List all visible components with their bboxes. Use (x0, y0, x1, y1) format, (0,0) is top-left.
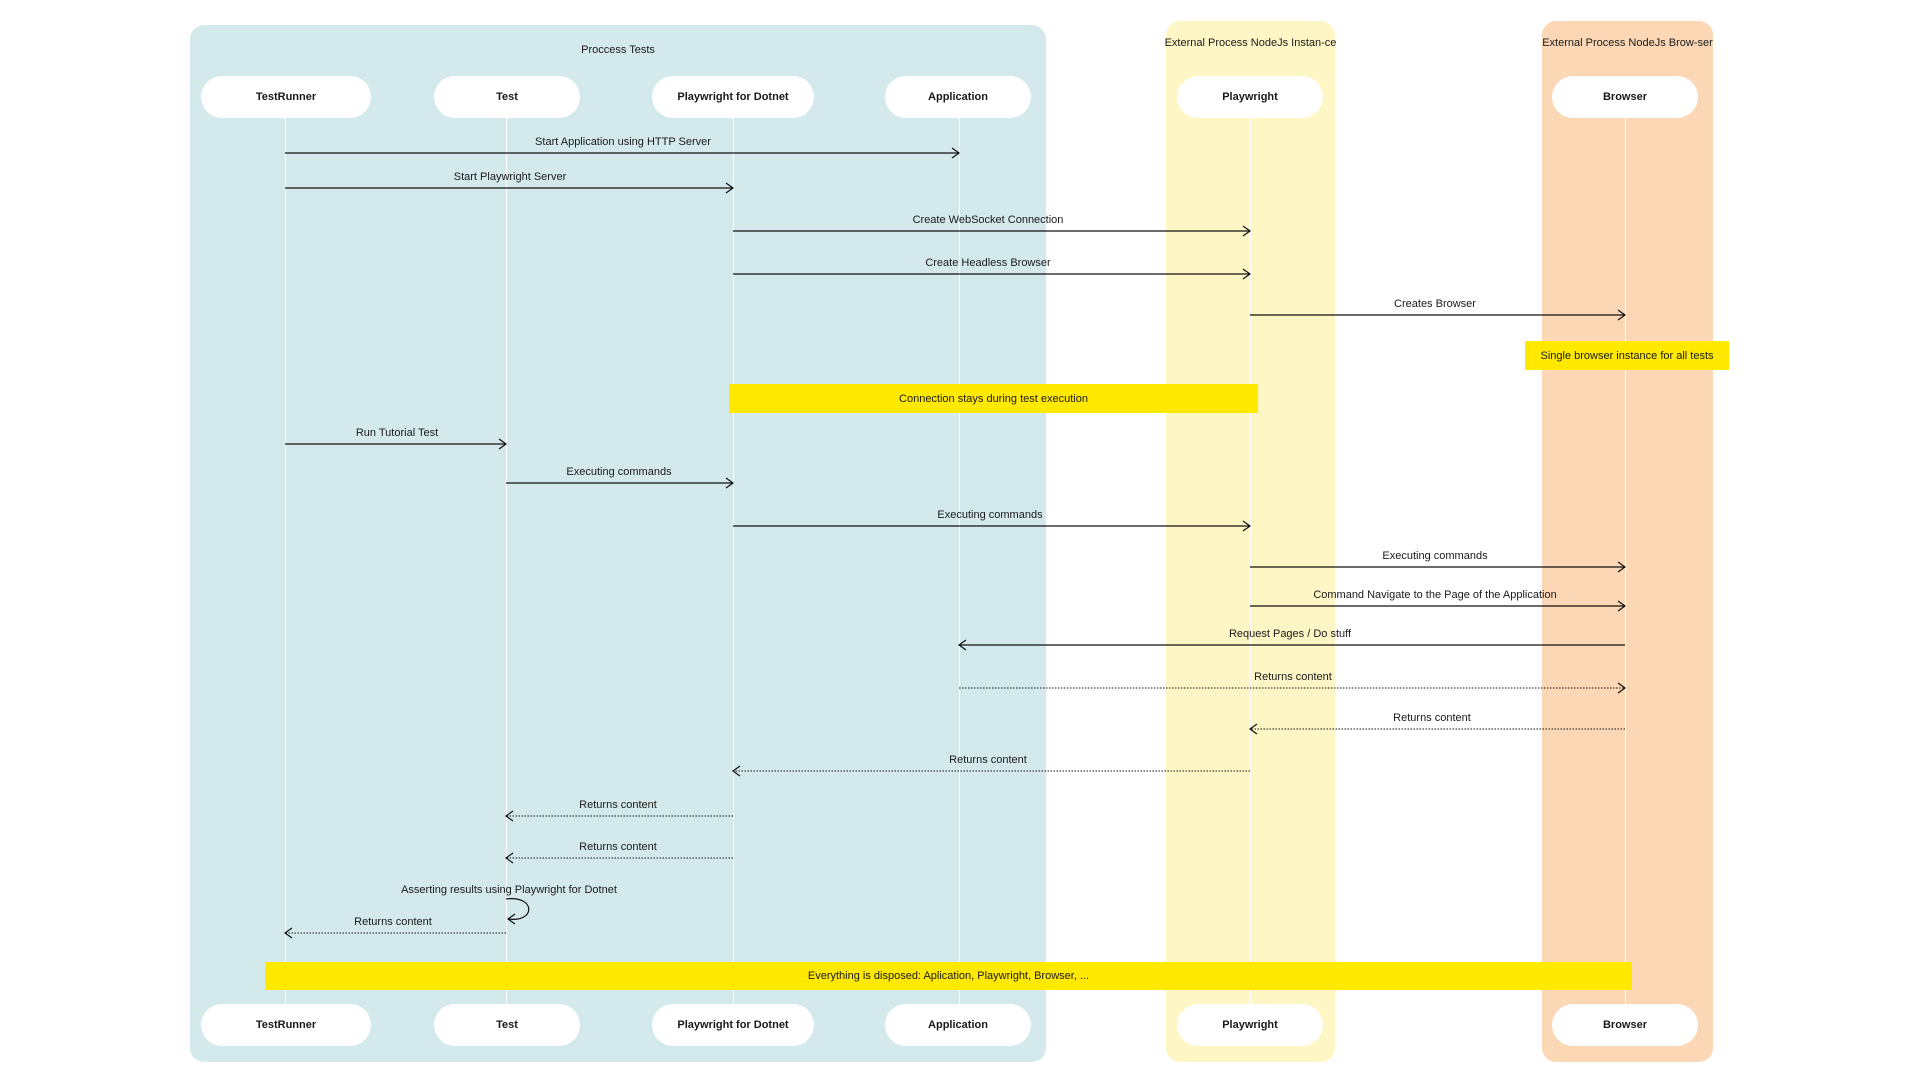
group-process-tests (190, 25, 1046, 1062)
message-label-10: Request Pages / Do stuff (1228, 628, 1352, 640)
actor-browser-bottom: Browser (1552, 1004, 1698, 1046)
message-label-1: Start Playwright Server (453, 171, 567, 183)
arrow-head-5 (498, 438, 508, 450)
arrow-head-1 (725, 182, 735, 194)
arrow-head-9 (1617, 600, 1627, 612)
arrow-head-12 (1248, 723, 1258, 735)
message-label-2: Create WebSocket Connection (912, 214, 1064, 226)
self-message-line-16 (505, 898, 530, 920)
message-label-16: Asserting results using Playwright for D… (401, 884, 617, 896)
group-title-nodejs-browser: External Process NodeJs Brow-ser (1535, 36, 1720, 51)
arrow-head-2 (1242, 225, 1252, 237)
message-label-8: Executing commands (1382, 550, 1488, 562)
arrow-head-3 (1242, 268, 1252, 280)
arrow-head-11 (1617, 682, 1627, 694)
arrow-head-7 (1242, 520, 1252, 532)
message-label-7: Executing commands (937, 509, 1043, 521)
message-label-0: Start Application using HTTP Server (535, 136, 711, 148)
message-label-13: Returns content (949, 754, 1027, 766)
message-label-17: Returns content (354, 916, 432, 928)
message-label-15: Returns content (579, 841, 657, 853)
arrow-head-4 (1617, 309, 1627, 321)
arrow-head-14 (504, 810, 514, 822)
actor-test-bottom: Test (434, 1004, 580, 1046)
message-label-3: Create Headless Browser (925, 257, 1051, 269)
arrow-head-16 (506, 913, 516, 925)
actor-test-top: Test (434, 76, 580, 118)
group-title-nodejs-instance: External Process NodeJs Instan-ce (1160, 36, 1341, 51)
lifeline-playwright (1250, 118, 1251, 1004)
actor-application-top: Application (885, 76, 1031, 118)
group-title-nodejs-browser-text: External Process NodeJs Brow-ser (1542, 37, 1713, 49)
note-everything-disposed: Everything is disposed: Aplication, Play… (265, 962, 1632, 990)
lifeline-application (959, 118, 960, 1004)
lifeline-playwright-dotnet (733, 118, 734, 1004)
note-connection-stays: Connection stays during test execution (729, 384, 1258, 413)
group-nodejs-browser (1542, 21, 1713, 1062)
lifeline-browser (1625, 118, 1626, 1004)
message-label-4: Creates Browser (1394, 298, 1476, 310)
actor-playwright-dotnet-bottom: Playwright for Dotnet (652, 1004, 814, 1046)
message-label-14: Returns content (579, 799, 657, 811)
arrow-head-17 (283, 927, 293, 939)
message-label-5: Run Tutorial Test (355, 427, 439, 439)
arrow-head-13 (731, 765, 741, 777)
note-single-browser: Single browser instance for all tests (1525, 341, 1729, 370)
actor-application-bottom: Application (885, 1004, 1031, 1046)
message-label-11: Returns content (1254, 671, 1332, 683)
actor-browser-top: Browser (1552, 76, 1698, 118)
actor-playwright-top: Playwright (1177, 76, 1323, 118)
arrow-head-15 (504, 852, 514, 864)
actor-testrunner-bottom: TestRunner (201, 1004, 371, 1046)
actor-playwright-dotnet-top: Playwright for Dotnet (652, 76, 814, 118)
message-label-12: Returns content (1393, 712, 1471, 724)
actor-testrunner-top: TestRunner (201, 76, 371, 118)
lifeline-test (506, 118, 507, 1004)
arrow-head-8 (1617, 561, 1627, 573)
arrow-head-10 (957, 639, 967, 651)
arrow-head-6 (725, 477, 735, 489)
message-label-9: Command Navigate to the Page of the Appl… (1313, 589, 1557, 601)
group-title-nodejs-instance-text: External Process NodeJs Instan-ce (1164, 37, 1337, 49)
group-title-process-tests: Proccess Tests (581, 44, 655, 56)
arrow-head-0 (951, 147, 961, 159)
lifeline-testrunner (285, 118, 286, 1004)
actor-playwright-bottom: Playwright (1177, 1004, 1323, 1046)
message-label-6: Executing commands (566, 466, 672, 478)
